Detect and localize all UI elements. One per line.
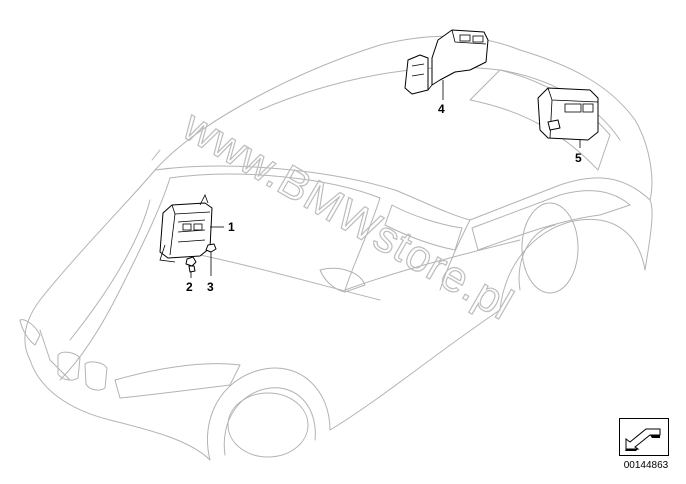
part-1-control-unit	[159, 194, 213, 263]
car-outline	[19, 35, 653, 461]
diagram-number: 00144863	[623, 460, 669, 471]
callout-4: 4	[438, 102, 445, 116]
watermark-text: www.BMWstore.pl	[174, 101, 521, 330]
part-5-module	[537, 87, 599, 141]
part-2-nut	[185, 256, 197, 273]
callout-2: 2	[186, 280, 193, 294]
callout-3: 3	[207, 280, 214, 294]
callout-1: 1	[228, 220, 235, 234]
bmw-logo-box	[619, 418, 669, 456]
leader-lines	[190, 80, 581, 278]
callout-5: 5	[575, 151, 582, 165]
arrow-down-left-icon	[625, 428, 661, 451]
part-4-bracket	[404, 29, 489, 95]
part-3-nut	[205, 243, 217, 253]
